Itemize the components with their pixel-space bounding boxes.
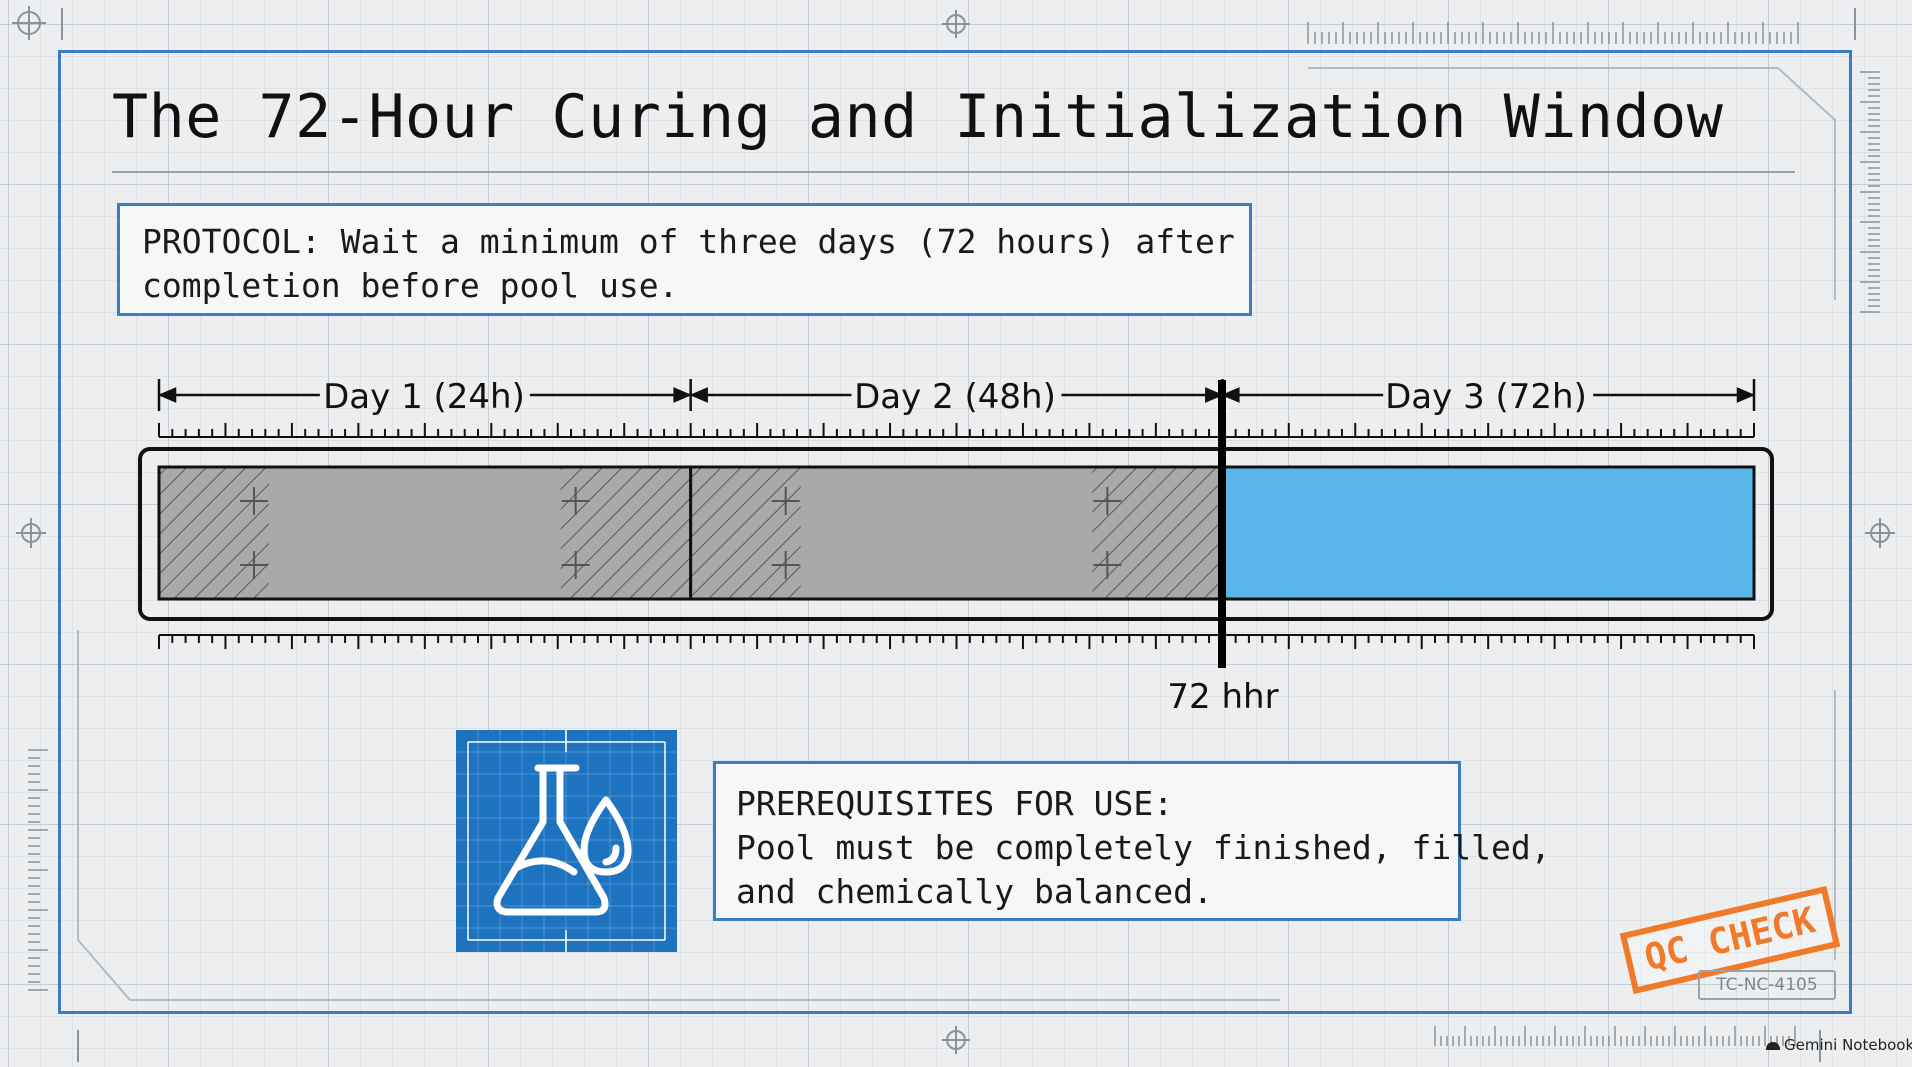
crosshair-icon	[16, 518, 46, 548]
crosshair-icon	[942, 1026, 970, 1054]
arrowhead	[1221, 387, 1240, 403]
protocol-line: completion before pool use.	[142, 266, 679, 305]
arrowhead	[1205, 387, 1224, 403]
segment-label: Day 2 (48h)	[854, 377, 1056, 417]
crosshair-icon	[942, 10, 970, 38]
arrowhead	[673, 387, 692, 403]
flask-drop-icon	[456, 730, 677, 952]
segment-label: Day 3 (72h)	[1385, 377, 1587, 417]
brand-label: Gemini Notebook	[1784, 1036, 1912, 1054]
hatch-shading	[159, 467, 269, 599]
prereq-heading: PREREQUISITES FOR USE:	[736, 784, 1174, 823]
prerequisites-callout: PREREQUISITES FOR USE: Pool must be comp…	[713, 761, 1551, 921]
branding: Gemini Notebook	[1766, 1036, 1912, 1054]
marker-label: 72 hhr	[1167, 677, 1278, 717]
arrowhead	[689, 387, 708, 403]
brand-icon	[1766, 1042, 1780, 1050]
arrowhead	[157, 387, 177, 403]
segment-label: Day 1 (24h)	[323, 377, 525, 417]
title-divider	[112, 171, 1795, 173]
diagram-frame	[58, 50, 1852, 1014]
page-title: The 72-Hour Curing and Initialization Wi…	[112, 82, 1724, 152]
document-code: TC-NC-4105	[1698, 970, 1836, 1000]
prereq-line: and chemically balanced.	[736, 872, 1213, 911]
crosshair-icon	[1865, 518, 1895, 548]
protocol-line: PROTOCOL: Wait a minimum of three days (…	[142, 222, 1235, 261]
hatch-shading	[560, 467, 691, 599]
prereq-line: Pool must be completely finished, filled…	[736, 828, 1551, 867]
curing-timeline: Day 1 (24h) Day 2 (48h) Day 3 (72h) 72 h…	[138, 377, 1774, 717]
arrowhead	[1736, 387, 1756, 403]
hatch-shading	[1092, 467, 1223, 599]
timeline-casing	[138, 447, 1774, 621]
hatch-shading	[690, 467, 801, 599]
timeline-segment-ready	[1222, 467, 1754, 599]
crosshair-icon	[12, 6, 46, 40]
protocol-callout: PROTOCOL: Wait a minimum of three days (…	[117, 203, 1252, 316]
